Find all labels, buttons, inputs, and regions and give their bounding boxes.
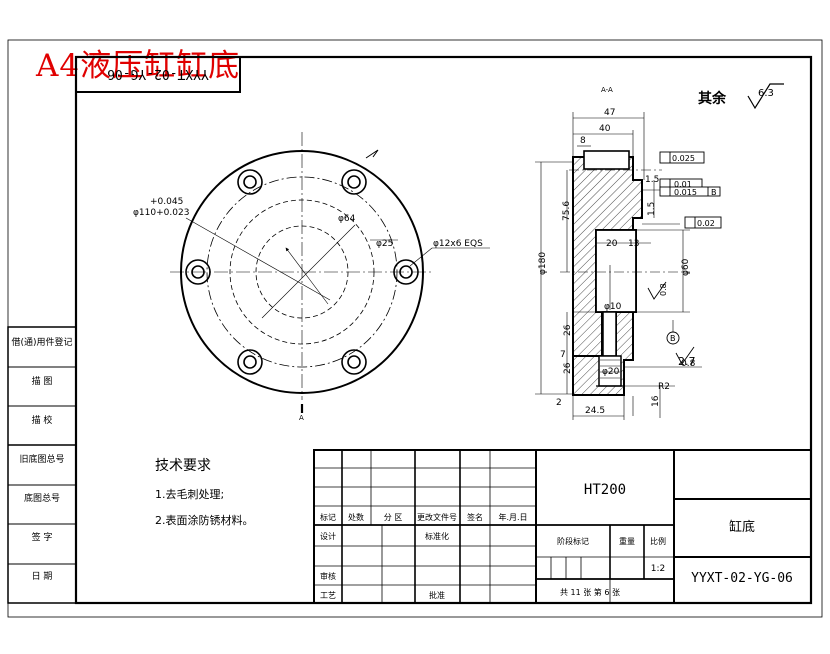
tb-review: 审核 — [320, 571, 336, 581]
dim-24-5: 24.5 — [585, 406, 605, 416]
tb-h-date: 年.月.日 — [498, 512, 527, 522]
tb-h-change: 更改文件号 — [417, 512, 457, 522]
datum-b: B — [670, 334, 676, 343]
dim-10: φ10 — [604, 302, 622, 312]
dim-7: 7 — [560, 350, 566, 360]
rough-0-8-b: 0.8 — [681, 359, 696, 369]
dim-47: 47 — [604, 108, 615, 118]
dim-1-5-b: 1.5 — [647, 202, 657, 216]
strip-label-7: 日 期 — [32, 571, 53, 582]
dim-180: φ180 — [538, 252, 548, 275]
dim-60: φ60 — [681, 258, 691, 276]
dim-20: 20 — [606, 239, 618, 249]
tb-stage: 阶段标记 — [557, 536, 589, 546]
tb-drawing-no: YYXT-02-YG-06 — [691, 571, 793, 586]
dim-75-6: 75.6 — [562, 201, 572, 221]
front-dia-64: φ64 — [338, 214, 356, 224]
strip-label-5: 底图总号 — [24, 492, 60, 504]
front-cut-label: A — [299, 414, 304, 422]
front-tol-upper: +0.045 — [150, 197, 183, 207]
section-view — [535, 83, 784, 420]
tb-scale: 1:2 — [651, 564, 665, 574]
dim-8: 8 — [580, 136, 586, 146]
front-dia-25: φ25 — [376, 239, 393, 249]
left-strip — [7, 326, 77, 604]
bolt-holes — [185, 169, 419, 375]
tb-sheets: 共 11 张 第 6 张 — [560, 587, 620, 597]
tb-process: 工艺 — [320, 591, 336, 600]
tb-weight: 重量 — [619, 536, 635, 546]
roughness-rest-label: 其余 — [698, 90, 727, 107]
strip-label-2: 描 图 — [32, 375, 53, 387]
tol-frame-1: 0.025 — [672, 154, 695, 163]
tol-frame-2: 0.01 — [674, 180, 692, 189]
tb-h-sign: 签名 — [467, 512, 483, 522]
tech-item-2: 2.表面涂防锈材料。 — [155, 513, 254, 527]
tol-frame-4: 0.02 — [697, 219, 715, 228]
drawing-heading: A4液压缸缸底 — [36, 48, 241, 84]
dim-13: 13 — [628, 239, 639, 249]
dim-2-7: 2.7 — [678, 355, 696, 368]
tb-approve: 批准 — [429, 590, 445, 600]
rough-0-8-a: 0.8 — [659, 283, 668, 296]
section-title: A-A — [601, 86, 613, 94]
dim-20-b: φ20 — [602, 367, 620, 377]
tb-h-zone: 分 区 — [384, 513, 403, 522]
tech-title: 技术要求 — [155, 458, 211, 474]
strip-label-4: 旧底图总号 — [19, 453, 64, 465]
rotated-number-text: YYXT-02-YG-06 — [107, 66, 209, 81]
dim-26-a: 26 — [563, 324, 573, 336]
tb-design: 设计 — [320, 531, 336, 541]
title-block — [313, 449, 812, 604]
front-holes: φ12x6 EQS — [433, 239, 483, 249]
front-view — [170, 132, 490, 413]
front-dia-110: φ110+0.023 — [133, 208, 189, 218]
dim-2: 2 — [556, 398, 562, 408]
dim-40: 40 — [599, 124, 611, 134]
tb-std: 标准化 — [425, 531, 449, 541]
tb-h-count: 处数 — [348, 512, 364, 522]
tb-part-name: 缸底 — [729, 519, 755, 535]
tb-h-mark: 标记 — [320, 512, 336, 522]
dim-r2: R2 — [658, 382, 670, 392]
dim-16: 16 — [651, 395, 661, 407]
strip-label-6: 签 字 — [32, 531, 53, 543]
roughness-rest-value: 6.3 — [758, 88, 774, 99]
rotated-number-box — [75, 56, 241, 93]
tol-frame-3-ref: B — [711, 188, 717, 197]
tol-frame-3: 0.015 — [674, 188, 697, 197]
tb-material: HT200 — [584, 482, 626, 498]
tech-item-1: 1.去毛刺处理; — [155, 488, 224, 501]
dim-1-5: 1.5 — [645, 175, 659, 185]
strip-label-1: 借(通)用件登记 — [11, 336, 72, 348]
tb-ratio: 比例 — [650, 536, 666, 546]
dim-26-b: 26 — [563, 362, 573, 374]
strip-label-3: 描 校 — [32, 414, 53, 426]
